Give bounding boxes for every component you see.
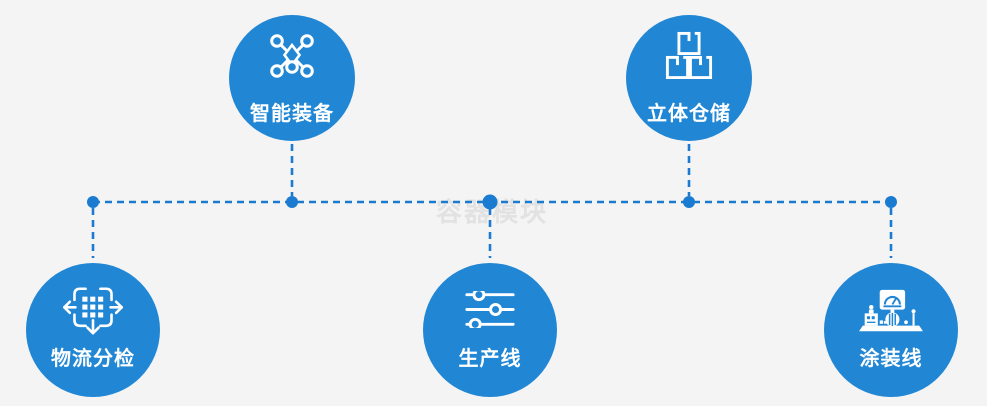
sorting-arrows-icon	[62, 283, 125, 339]
network-nodes-icon	[269, 32, 315, 78]
node-production-line[interactable]: 生产线	[423, 263, 557, 397]
junction-dot	[683, 196, 695, 208]
node-label: 生产线	[458, 348, 522, 370]
node-label: 物流分检	[51, 348, 135, 370]
node-label: 立体仓储	[647, 103, 731, 125]
junction-dot	[286, 196, 298, 208]
machine-monitor-icon	[855, 288, 927, 335]
node-label: 涂装线	[859, 348, 923, 370]
node-logistics-sorting[interactable]: 物流分检	[26, 263, 160, 397]
sliders-icon	[465, 288, 515, 331]
stacked-boxes-icon	[665, 31, 713, 79]
node-label: 智能装备	[250, 103, 334, 125]
junction-dot	[885, 196, 897, 208]
node-smart-equipment[interactable]: 智能装备	[229, 15, 355, 141]
node-stereo-warehouse[interactable]: 立体仓储	[626, 15, 752, 141]
junction-dot	[482, 194, 498, 210]
junction-dot	[87, 196, 99, 208]
node-coating-line[interactable]: 涂装线	[824, 263, 958, 397]
